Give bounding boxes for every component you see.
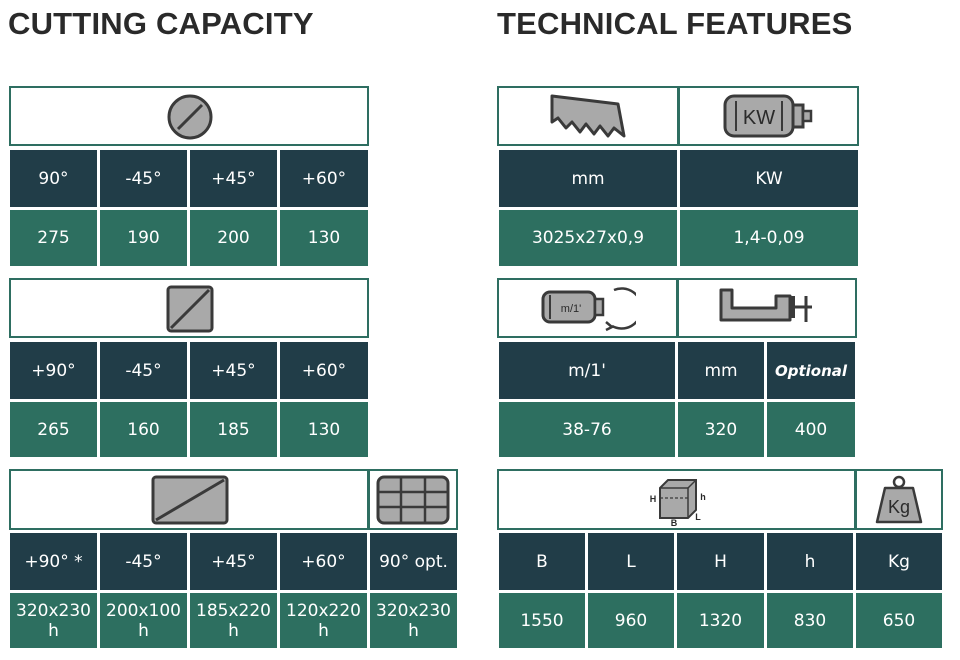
- bundle-cutting-icon: [376, 475, 450, 525]
- rect-angle-2: -45°: [100, 533, 187, 590]
- rect-angle-4: +60°: [280, 533, 367, 590]
- rect-angle-1: +90° *: [10, 533, 97, 590]
- square-value-1: 265: [10, 402, 97, 457]
- dim-value-H: 1320: [677, 593, 764, 648]
- speed-label: m/1': [499, 342, 675, 399]
- round-bar-icon: [167, 94, 213, 140]
- vice-label: mm: [678, 342, 764, 399]
- motor-icon-text: KW: [743, 107, 775, 129]
- blade-value: 3025x27x0,9: [499, 210, 677, 266]
- rect-value-4: 120x220 h: [280, 593, 367, 648]
- round-angle-1: 90°: [10, 150, 97, 207]
- dim-label-H: H: [677, 533, 764, 590]
- round-angle-4: +60°: [280, 150, 368, 207]
- dimensions-icon: H h B L: [650, 479, 706, 526]
- square-angle-1: +90°: [10, 342, 97, 399]
- vice-icon: [719, 288, 812, 322]
- cutting-capacity-heading: CUTTING CAPACITY: [8, 6, 314, 41]
- power-label: KW: [680, 150, 858, 207]
- dim-B-text: B: [671, 518, 678, 526]
- square-angle-2: -45°: [100, 342, 187, 399]
- rect-value-5: 320x230 h: [370, 593, 457, 648]
- dim-L-text: L: [695, 512, 701, 522]
- weight-icon: Kg: [875, 475, 923, 524]
- square-value-2: 160: [100, 402, 187, 457]
- speed-icon-text: m/1': [561, 303, 581, 315]
- dim-label-L: L: [588, 533, 674, 590]
- optional-label: Optional: [767, 342, 855, 399]
- dim-value-B: 1550: [499, 593, 585, 648]
- round-angle-2: -45°: [100, 150, 187, 207]
- blade-label: mm: [499, 150, 677, 207]
- weight-icon-text: Kg: [888, 497, 910, 517]
- rect-value-1: 320x230 h: [10, 593, 97, 648]
- blade-speed-icon: m/1': [541, 287, 636, 332]
- speed-value: 38-76: [499, 402, 675, 457]
- dim-label-B: B: [499, 533, 585, 590]
- dim-value-L: 960: [588, 593, 674, 648]
- round-value-3: 200: [190, 210, 277, 266]
- round-angle-3: +45°: [190, 150, 277, 207]
- round-value-1: 275: [10, 210, 97, 266]
- square-angle-3: +45°: [190, 342, 277, 399]
- rect-value-2: 200x100 h: [100, 593, 187, 648]
- optional-value: 400: [767, 402, 855, 457]
- square-value-3: 185: [190, 402, 277, 457]
- rect-angle-5: 90° opt.: [370, 533, 457, 590]
- round-value-4: 130: [280, 210, 368, 266]
- weight-value: 650: [856, 593, 942, 648]
- dim-label-h: h: [767, 533, 853, 590]
- rectangle-bar-icon: [151, 475, 229, 525]
- square-angle-4: +60°: [280, 342, 368, 399]
- square-bar-icon: [166, 285, 214, 333]
- vice-value: 320: [678, 402, 764, 457]
- technical-features-heading: TECHNICAL FEATURES: [497, 6, 853, 41]
- rect-angle-3: +45°: [190, 533, 277, 590]
- power-value: 1,4-0,09: [680, 210, 858, 266]
- rect-value-3: 185x220 h: [190, 593, 277, 648]
- round-value-2: 190: [100, 210, 187, 266]
- square-value-4: 130: [280, 402, 368, 457]
- dim-H-text: H: [650, 494, 657, 504]
- motor-icon: KW: [723, 94, 813, 138]
- dim-h-text: h: [700, 492, 706, 502]
- saw-blade-icon: [550, 94, 626, 138]
- weight-label: Kg: [856, 533, 942, 590]
- dim-value-h: 830: [767, 593, 853, 648]
